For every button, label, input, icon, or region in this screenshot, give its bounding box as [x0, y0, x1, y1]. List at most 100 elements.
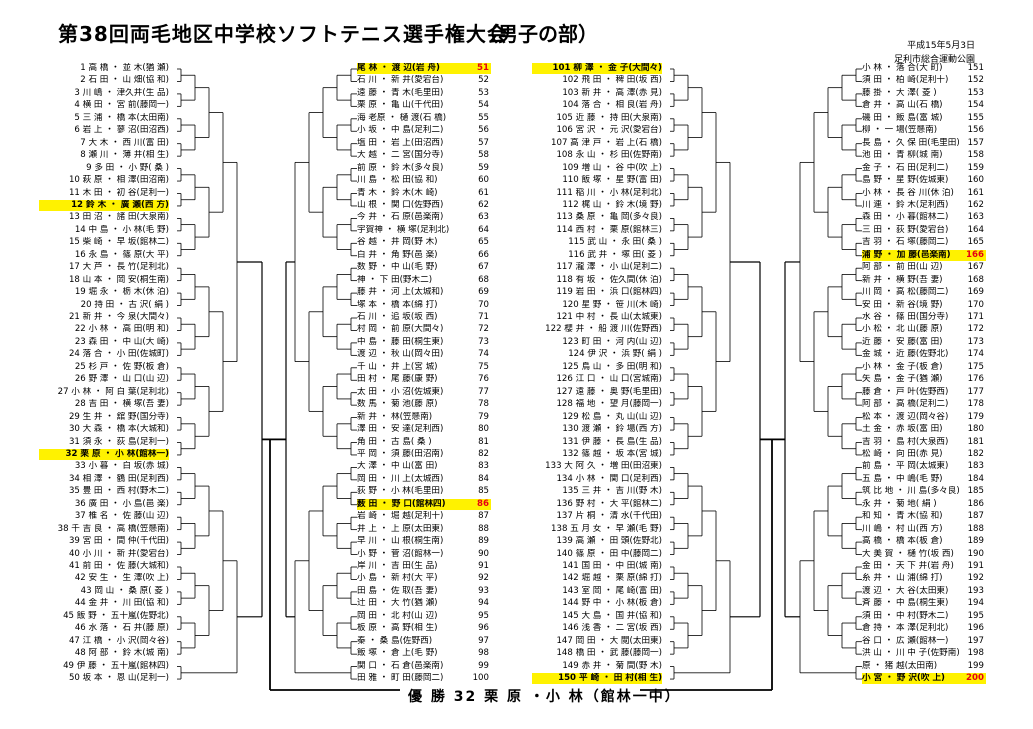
entry-number: 81: [478, 436, 489, 447]
team-entry: 125 鳥 山 ・ 多 田(明 和): [562, 361, 662, 372]
team-entry: 15 柴 崎 ・ 早 坂(館林二): [68, 237, 169, 248]
team-entry: 142 堀 越 ・ 栗 原(綿 打): [562, 573, 662, 584]
team-entry: 147 岡 田 ・ 大 閲(太田東): [556, 635, 662, 646]
team-entry: 大 越 ・ 二 宮(国分寺)58: [357, 150, 489, 161]
team-entry: 藤 井 ・ 河 上(太城和)69: [357, 287, 489, 298]
entry-number: 200: [966, 673, 984, 684]
entry-number: 60: [478, 175, 489, 186]
team-entry: 長 島 ・ 久 保 田(毛里田)157: [862, 137, 984, 148]
entry-number: 184: [967, 473, 984, 484]
team-entry: 斉 藤 ・ 中 島(桐生東)194: [862, 598, 984, 609]
team-entry: 146 浅 香 ・ 二 宮(坂 西): [562, 623, 662, 634]
team-entry: 149 赤 井 ・ 菊 間(野 木): [562, 660, 662, 671]
team-entry: 小 松 ・ 北 山(藤 原)172: [862, 324, 984, 335]
team-entry: 須 田 ・ 中 村(野木二)195: [862, 610, 984, 621]
team-entry: 栗 原 ・ 亀 山(千代田)54: [357, 100, 489, 111]
team-entry: 柳 ・ 一 場(笠懸南)156: [862, 125, 984, 136]
team-entry: 107 高 津 戸 ・ 岩 上(石 橋): [551, 137, 662, 148]
team-entry: 113 桑 原 ・ 亀 岡(多々良): [556, 212, 662, 223]
entry-number: 55: [478, 112, 489, 123]
entry-number: 54: [478, 100, 489, 111]
team-entry: 塚 本 ・ 橋 本(綿 打)70: [357, 299, 489, 310]
entry-number: 77: [478, 386, 489, 397]
entry-number: 93: [478, 585, 489, 596]
entry-number: 87: [478, 511, 489, 522]
team-entry: 金 子 ・ 石 田(足利二)159: [862, 162, 984, 173]
entry-number: 194: [967, 598, 984, 609]
team-entry: 岩 崎 ・ 堀 越(足利十)87: [357, 511, 489, 522]
entry-number: 62: [478, 199, 489, 210]
entry-number: 65: [478, 237, 489, 248]
team-entry: 海 老原 ・ 樋 渡(石 橋)55: [357, 112, 489, 123]
team-entry: 遠 藤 ・ 青 木(毛里田)53: [357, 87, 489, 98]
team-entry: 小 林 ・ 金 子(板 倉)175: [862, 361, 984, 372]
team-entry: 48 阿 部 ・ 鈴 木(城 南): [74, 648, 169, 659]
team-entry: 藤 掛 ・ 大 澤( 菱 )153: [862, 87, 984, 98]
team-entry: 121 中 村 ・ 長 山(太城東): [556, 312, 662, 322]
team-entry: 洪 山 ・ 川 中 子(佐野南)198: [862, 648, 984, 659]
team-entry: 谷 越 ・ 井 岡(野 木)65: [357, 237, 489, 248]
team-entry: 土 金 ・ 赤 坂(富 田)180: [862, 424, 984, 435]
team-entry: 荻 野 ・ 小 林(毛里田)85: [357, 486, 489, 497]
team-entry: 135 三 井 ・ 吉 川(野 木): [562, 486, 662, 497]
team-entry: 102 飛 田 ・ 稗 田(坂 西): [562, 75, 662, 86]
team-entry: 123 町 田 ・ 河 内(山 辺): [562, 336, 662, 347]
team-entry: 神 ・ 下 田(野木二)68: [357, 274, 489, 285]
entry-number: 83: [478, 461, 489, 472]
team-entry: 原 ・ 猪 越(太田南)199: [862, 660, 984, 671]
entry-number: 76: [478, 374, 489, 385]
team-entry: 26 野 澤 ・ 山 口(山 辺): [74, 374, 169, 385]
entry-number: 58: [478, 150, 489, 161]
entry-number: 162: [967, 199, 984, 210]
team-entry: 43 岡 山 ・ 桑 原( 菱 ): [80, 585, 169, 596]
team-entry: 磯 田 ・ 飯 島(富 城)155: [862, 112, 984, 123]
entry-number: 70: [478, 299, 489, 310]
division-subtitle: （男子の部）: [478, 22, 598, 46]
team-entry: 2 石 田 ・ 山 畑(協 和): [80, 75, 169, 86]
team-entry: 近 藤 ・ 安 藤(富 田)173: [862, 336, 984, 347]
team-entry: 安 田 ・ 新 谷(境 野)170: [862, 299, 984, 310]
team-entry: 49 伊 藤 ・ 五十嵐(館林四): [63, 660, 169, 671]
team-entry: 44 金 井 ・ 川 田(協 和): [74, 598, 169, 609]
team-entry: 平 岡 ・ 須 藤(田沼南)82: [357, 448, 489, 459]
entry-number: 155: [967, 112, 984, 123]
team-entry: 村 岡 ・ 前 原(大間々)72: [357, 324, 489, 335]
team-entry: 9 多 田 ・ 小 野( 桑 ): [86, 162, 169, 173]
team-entry: 14 中 島 ・ 小 林(毛 野): [74, 224, 169, 235]
event-venue: 足利市総合運動公園: [893, 55, 975, 65]
team-entry: 倉 井 ・ 高 山(石 橋)154: [862, 100, 984, 111]
team-entry: 前 原 ・ 鈴 木(多々良)59: [357, 162, 489, 173]
entry-number: 153: [967, 87, 984, 98]
entry-number: 96: [478, 623, 489, 634]
team-entry: 103 新 井 ・ 高 澤(赤 見): [562, 87, 662, 98]
team-entry: 17 大 芦 ・ 長 竹(足利北): [68, 262, 169, 273]
team-entry: 大 美 賀 ・ 樋 竹(坂 西)190: [862, 548, 984, 559]
entry-number: 151: [967, 63, 984, 73]
team-entry: 小 林 ・ 落 合(大 町)151: [862, 63, 984, 73]
team-entry: 41 前 田 ・ 佐 藤(大城和): [68, 561, 169, 571]
entry-number: 159: [967, 162, 984, 173]
team-entry: 川 嶋 ・ 村 山(西 方)188: [862, 523, 984, 534]
team-entry: 32 栗 原 ・ 小 林(館林一): [39, 448, 169, 460]
team-entry: 130 渡 瀬 ・ 鈴 場(西 方): [562, 424, 662, 435]
team-entry: 137 片 桐 ・ 清 水(千代田): [556, 511, 662, 522]
team-entry: 阿 部 ・ 前 田(山 辺)167: [862, 262, 984, 273]
event-date: 平成15年5月3日: [907, 41, 975, 51]
team-entry: 46 水 落 ・ 石 井(藤 原): [74, 623, 169, 634]
entry-number: 172: [967, 324, 984, 335]
team-entry: 五 島 ・ 中 嶋(毛 野)184: [862, 473, 984, 484]
entry-number: 89: [478, 536, 489, 547]
team-entry: 18 山 本 ・ 岡 安(桐生南): [68, 274, 169, 285]
team-entry: 101 柳 澤 ・ 金 子(大間々): [532, 63, 662, 74]
entry-number: 66: [478, 249, 489, 260]
team-entry: 128 福 地 ・ 望 月(藤岡一): [556, 399, 662, 410]
team-entry: 35 豊 田 ・ 西 村(野木二): [68, 486, 169, 497]
entry-number: 74: [478, 349, 489, 360]
team-entry: 50 坂 本 ・ 恩 山(足利一): [68, 673, 169, 684]
team-entry: 川 島 ・ 松 田(協 和)60: [357, 175, 489, 186]
entry-number: 174: [967, 349, 984, 360]
team-entry: 40 小 川 ・ 新 井(愛宕台): [68, 548, 169, 559]
team-entry: 127 遠 藤 ・ 奥 野(毛里田): [556, 386, 662, 397]
team-entry: 吉 羽 ・ 島 村(大泉西)181: [862, 436, 984, 447]
team-entry: 3 川 嶋 ・ 津久井(生 品): [74, 87, 169, 98]
